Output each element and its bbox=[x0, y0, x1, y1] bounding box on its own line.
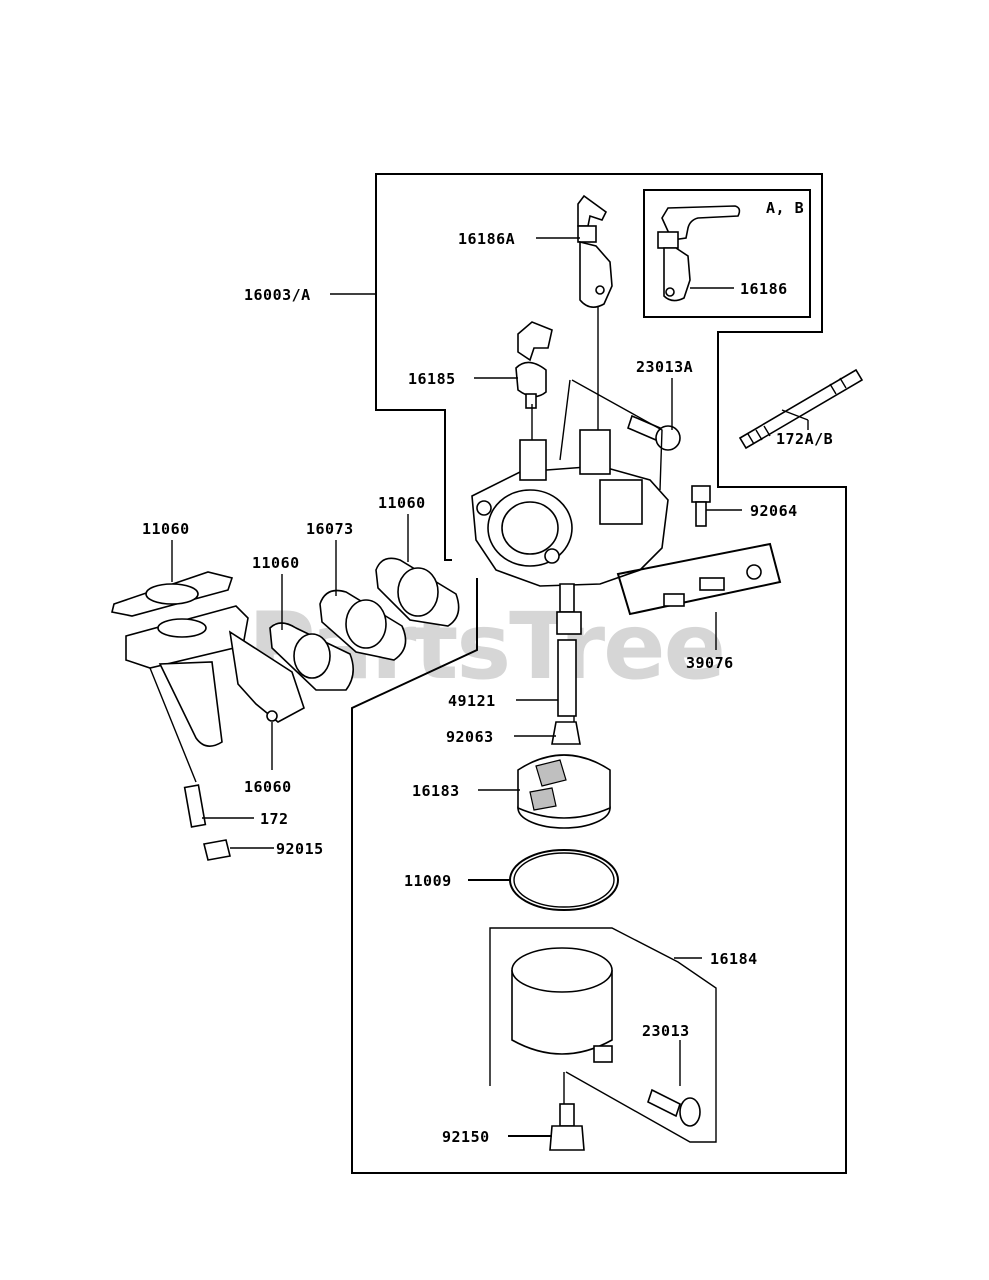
pipe-49121-part bbox=[556, 611, 582, 717]
inset-box-16186 bbox=[643, 189, 811, 318]
label-49121: 49121 bbox=[448, 692, 496, 710]
float-16183-part bbox=[517, 754, 611, 829]
float-bowl-16184-part bbox=[511, 947, 613, 1063]
label-11009: 11009 bbox=[404, 872, 452, 890]
label-23013: 23013 bbox=[642, 1022, 690, 1040]
leader-lines bbox=[171, 237, 809, 1137]
screw-23013-part bbox=[647, 1088, 701, 1127]
bolt-92150-part bbox=[549, 1103, 585, 1151]
carburetor-body-part bbox=[471, 379, 669, 613]
intake-pipe-16060-part bbox=[125, 605, 305, 747]
label-39076: 39076 bbox=[686, 654, 734, 672]
choke-lever-16186a-part bbox=[577, 194, 613, 308]
gasket-11060-top-part bbox=[375, 557, 460, 627]
screw-92064-part bbox=[691, 485, 711, 527]
label-172ab: 172A/B bbox=[776, 430, 833, 448]
stud-172-part bbox=[183, 784, 207, 828]
label-16184: 16184 bbox=[710, 950, 758, 968]
label-92064: 92064 bbox=[750, 502, 798, 520]
assembly-bracket-outline bbox=[351, 173, 847, 1174]
label-16185: 16185 bbox=[408, 370, 456, 388]
inset-label: A, B bbox=[766, 199, 804, 217]
gasket-11060-mid-part bbox=[269, 622, 354, 691]
jet-92063-part bbox=[551, 721, 581, 745]
label-92150: 92150 bbox=[442, 1128, 490, 1146]
label-11060-mid: 11060 bbox=[252, 554, 300, 572]
label-16073: 16073 bbox=[306, 520, 354, 538]
label-172: 172 bbox=[260, 810, 289, 828]
gasket-11060-left-part bbox=[111, 571, 234, 617]
choke-lever-16186-part bbox=[657, 205, 741, 302]
label-16183: 16183 bbox=[412, 782, 460, 800]
label-16186a: 16186A bbox=[458, 230, 515, 248]
label-92015: 92015 bbox=[276, 840, 324, 858]
label-11060-top: 11060 bbox=[378, 494, 426, 512]
float-bowl-bracket bbox=[489, 927, 717, 1143]
throttle-lever-16185-part bbox=[515, 321, 553, 409]
o-ring-11009-part bbox=[509, 849, 619, 911]
label-16186: 16186 bbox=[740, 280, 788, 298]
label-11060-left: 11060 bbox=[142, 520, 190, 538]
stud-172ab-part bbox=[738, 368, 864, 450]
label-23013a: 23013A bbox=[636, 358, 693, 376]
stud-guide-line bbox=[149, 667, 197, 783]
label-16060: 16060 bbox=[244, 778, 292, 796]
label-92063: 92063 bbox=[446, 728, 494, 746]
label-16003a: 16003/A bbox=[244, 286, 311, 304]
kit-39076-part bbox=[616, 542, 782, 616]
nut-92015-part bbox=[203, 839, 231, 861]
gasket-16073-part bbox=[319, 589, 407, 661]
